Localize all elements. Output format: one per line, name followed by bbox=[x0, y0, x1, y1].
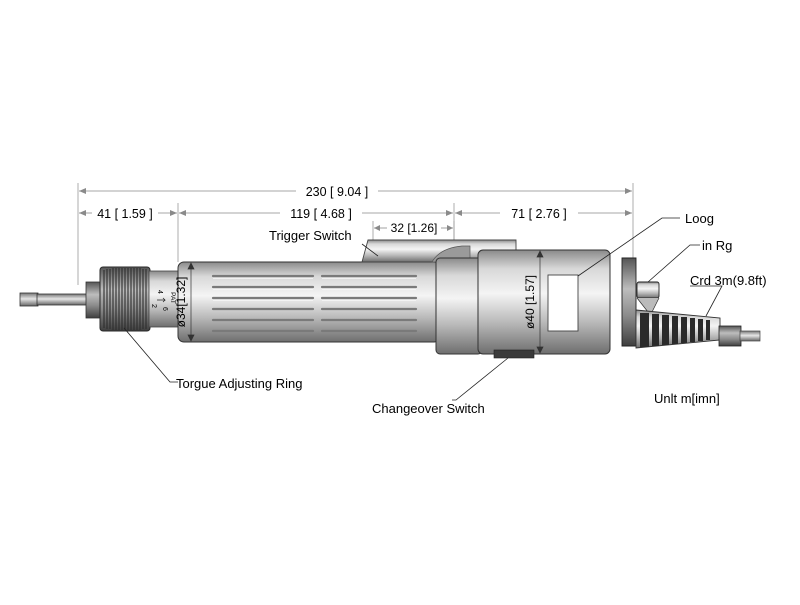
grip-ribs bbox=[211, 274, 418, 333]
extension-lines bbox=[77, 183, 634, 285]
scale-num-bottom: 2 bbox=[150, 304, 157, 308]
cord-label: Crd 3m(9.8ft) bbox=[690, 273, 767, 288]
trigger-switch-label: Trigger Switch bbox=[269, 228, 352, 243]
unit-label: Unlt m[imn] bbox=[654, 391, 720, 406]
overall-length-dimension: 230 [ 9.04 ] bbox=[306, 185, 369, 199]
rear-length-dimension: 71 [ 2.76 ] bbox=[511, 207, 567, 221]
diameter-markers bbox=[187, 250, 544, 354]
nose-length-dimension: 41 [ 1.59 ] bbox=[97, 207, 153, 221]
logo-label: Loog bbox=[685, 211, 714, 226]
cord-strain-relief bbox=[635, 309, 721, 349]
changeover-switch-label: Changeover Switch bbox=[372, 401, 485, 416]
hanging-ring[interactable] bbox=[636, 281, 660, 313]
torque-ring-label: Torgue Adjusting Ring bbox=[176, 376, 302, 391]
knurl-pattern bbox=[103, 268, 147, 330]
scale-num-left: 4 bbox=[156, 290, 163, 294]
grip-diameter-dimension: ø40 [1.57] bbox=[523, 275, 537, 329]
trigger-width-dimension: 32 [1.26] bbox=[391, 221, 438, 235]
cord-ferrule bbox=[718, 325, 742, 347]
pat-mark: PAT bbox=[169, 292, 176, 304]
hanging-ring-label: in Rg bbox=[702, 238, 732, 253]
dimension-lines bbox=[79, 190, 632, 229]
bit-shank bbox=[36, 293, 88, 306]
scale-num-right: 6 bbox=[161, 307, 168, 311]
body-diameter-dimension: ø34[1.32] bbox=[174, 277, 188, 328]
power-cord bbox=[739, 330, 761, 342]
body-length-dimension: 119 [ 4.68 ] bbox=[290, 207, 352, 221]
leader-lines bbox=[123, 217, 723, 401]
torque-adjusting-ring[interactable] bbox=[99, 266, 151, 332]
torque-scale-marks: PAT 4 6 2 bbox=[150, 290, 176, 311]
dimension-arrowheads bbox=[79, 188, 632, 231]
logo-window bbox=[547, 274, 579, 332]
rear-housing bbox=[477, 249, 611, 355]
mid-coupling bbox=[435, 257, 483, 355]
changeover-switch[interactable] bbox=[493, 349, 535, 359]
bit-tip bbox=[19, 292, 39, 307]
end-cap bbox=[621, 257, 637, 347]
grip-rib-highlights bbox=[213, 278, 416, 301]
